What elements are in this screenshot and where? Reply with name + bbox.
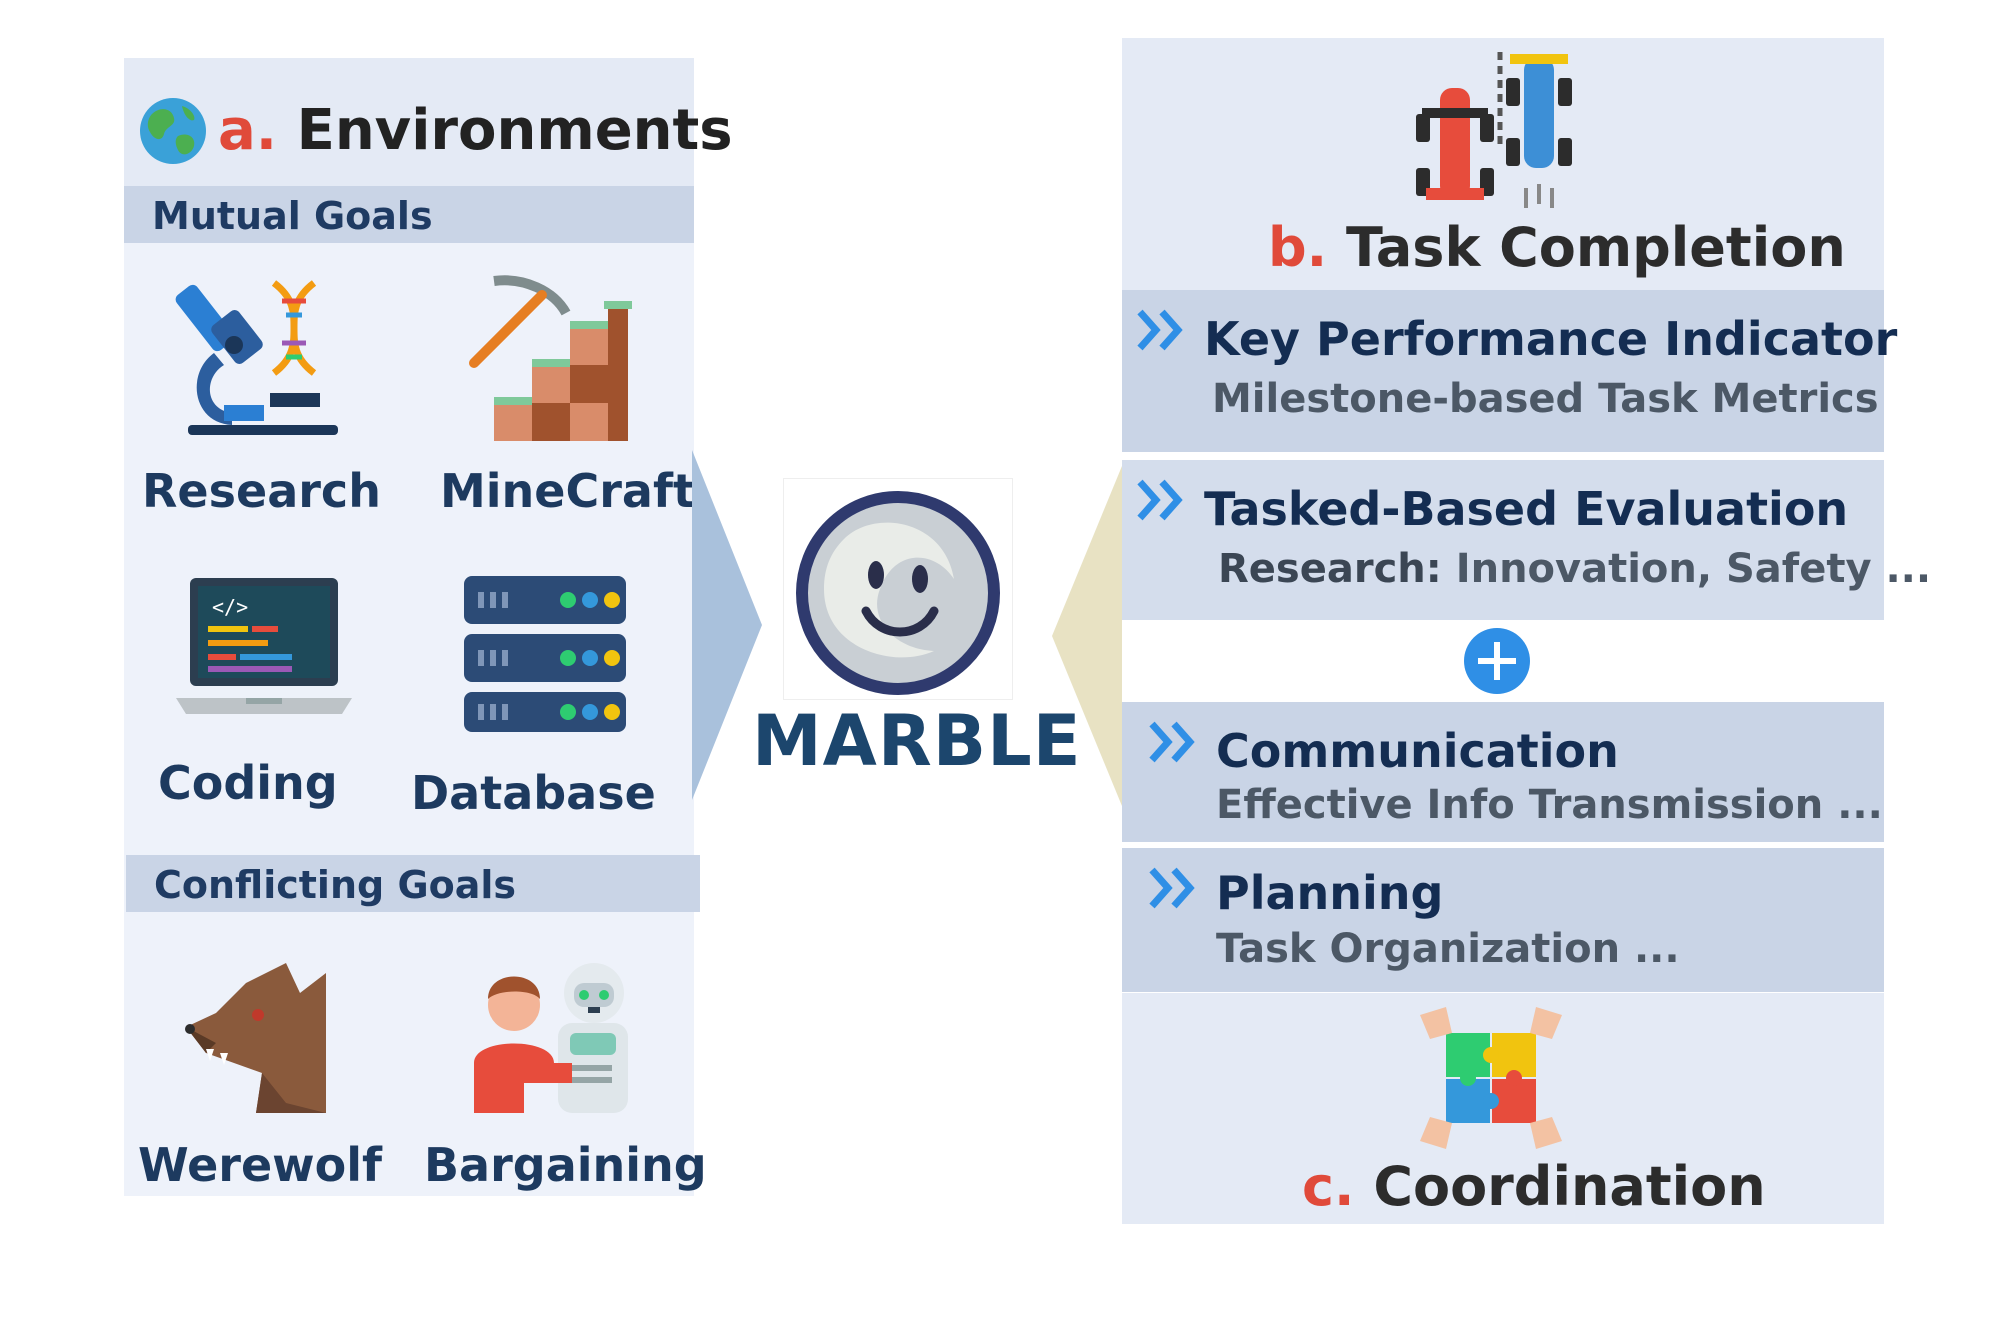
env-database-label: Database [411, 766, 656, 820]
mutual-goals-band: Mutual Goals [124, 186, 694, 243]
coordination-letter: c. [1302, 1155, 1355, 1218]
person-robot-icon [474, 963, 628, 1113]
metric-kpi: Key Performance Indicator Milestone-base… [1122, 290, 1897, 452]
env-minecraft [424, 273, 674, 453]
mutual-goals-label: Mutual Goals [152, 194, 433, 238]
marble-name: MARBLE [752, 700, 1082, 782]
env-bargaining-label: Bargaining [424, 1138, 707, 1192]
env-werewolf-label: Werewolf [138, 1138, 383, 1192]
env-minecraft-label: MineCraft [440, 464, 695, 518]
svg-text:</>: </> [212, 595, 248, 619]
double-chevron-icon [1149, 867, 1195, 909]
env-research-label: Research [142, 464, 381, 518]
globe-icon [140, 98, 206, 164]
metric-task-evaluation-subtitle: Research: Innovation, Safety ... [1218, 546, 1931, 592]
metric-planning-title: Planning [1216, 866, 1444, 920]
metric-communication: Communication Effective Info Transmissio… [1122, 702, 1884, 842]
env-bargaining [432, 953, 682, 1123]
metric-communication-title: Communication [1216, 724, 1619, 778]
coordination-title: c. Coordination [1302, 1155, 1766, 1218]
marble-logo [783, 478, 1013, 700]
metric-planning-subtitle: Task Organization ... [1216, 926, 1680, 972]
env-werewolf [146, 953, 396, 1123]
coordination-title-text: Coordination [1373, 1155, 1766, 1218]
metric-task-evaluation-subtitle-rest: Innovation, Safety ... [1441, 546, 1932, 592]
env-coding-label: Coding [158, 756, 338, 810]
race-cars-icon [1416, 52, 1572, 208]
task-completion-title: b. Task Completion [1268, 216, 1846, 279]
server-rack-icon [464, 576, 626, 732]
metric-kpi-title: Key Performance Indicator [1204, 312, 1898, 366]
laptop-code-icon: </> [176, 578, 352, 714]
environments-panel: a. Environments Mutual Goals Research [124, 58, 733, 1196]
environments-letter: a. [218, 98, 278, 163]
task-completion-title-text: Task Completion [1345, 216, 1846, 279]
coordination-footer: c. Coordination [1122, 993, 1884, 1224]
environments-header: a. Environments [124, 58, 733, 186]
pickaxe-blocks-icon [469, 275, 632, 441]
left-arrow-shape [692, 450, 762, 800]
plus-icon [1464, 628, 1530, 694]
metric-communication-subtitle: Effective Info Transmission ... [1216, 782, 1883, 828]
metric-kpi-subtitle: Milestone-based Task Metrics [1212, 376, 1879, 422]
env-database [414, 568, 664, 738]
task-completion-letter: b. [1268, 216, 1328, 279]
right-arrow-shape [1052, 466, 1122, 806]
double-chevron-icon [1137, 309, 1183, 351]
metric-task-evaluation: Tasked-Based Evaluation Research: Innova… [1122, 460, 1931, 620]
metric-task-evaluation-title: Tasked-Based Evaluation [1204, 482, 1849, 536]
env-coding: </> [136, 568, 386, 738]
task-completion-header: b. Task Completion [1122, 38, 1884, 290]
environments-title: a. Environments [218, 98, 733, 163]
conflicting-goals-band: Conflicting Goals [126, 855, 700, 912]
conflicting-goals-label: Conflicting Goals [154, 863, 517, 907]
microscope-dna-icon [175, 280, 338, 435]
marble-smiley-icon [796, 491, 1000, 695]
env-research [144, 273, 394, 453]
double-chevron-icon [1149, 721, 1195, 763]
environments-title-text: Environments [296, 98, 733, 163]
puzzle-hands-icon [1420, 1007, 1562, 1149]
metric-planning: Planning Task Organization ... [1122, 848, 1884, 992]
wolf-head-icon [185, 963, 326, 1113]
double-chevron-icon [1137, 479, 1183, 521]
metric-task-evaluation-subtitle-strong: Research: [1218, 546, 1442, 592]
